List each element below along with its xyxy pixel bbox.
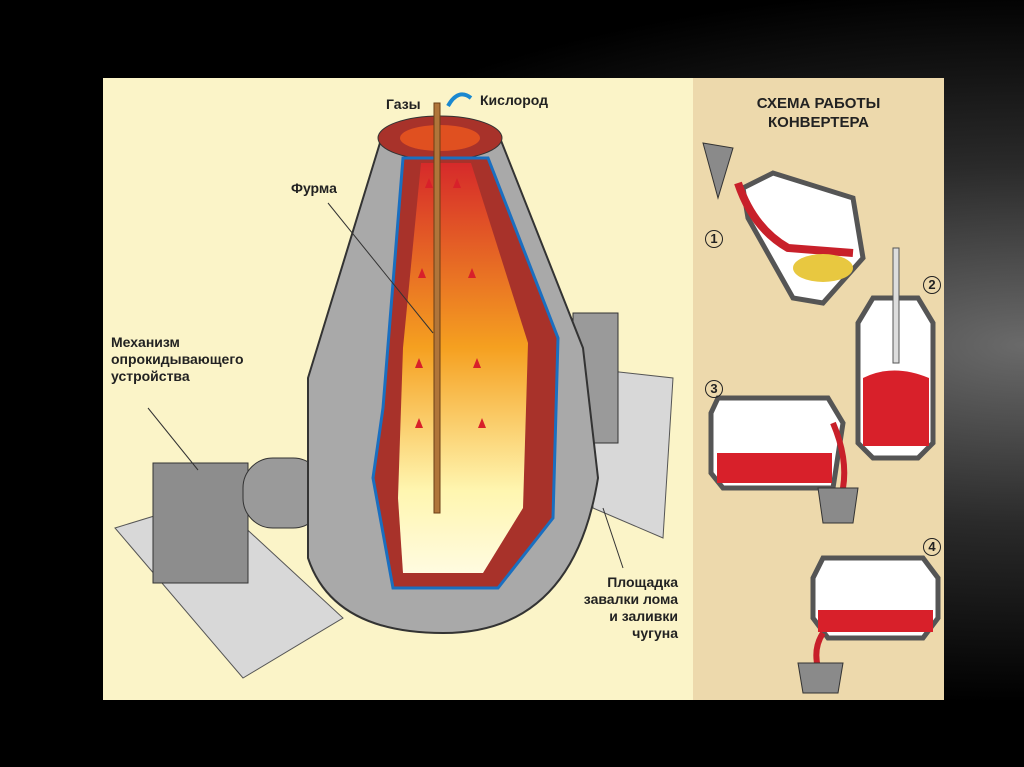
flow-arrow-icon xyxy=(468,268,476,278)
title-line: СХЕМА РАБОТЫ xyxy=(756,95,881,112)
flow-arrow-icon xyxy=(453,178,461,188)
converter-interior xyxy=(398,163,528,573)
gearbox xyxy=(152,462,249,584)
step-1-charging xyxy=(702,142,866,306)
label-line: Площадка xyxy=(607,574,678,590)
step-number-3: 3 xyxy=(705,380,723,398)
label-tilting-mechanism: Механизм опрокидывающего устройства xyxy=(111,334,244,385)
flow-arrow-icon xyxy=(478,418,486,428)
scheme-steps xyxy=(702,142,941,694)
label-line: Механизм xyxy=(111,334,180,350)
label-line: опрокидывающего xyxy=(111,351,244,367)
label-line: устройства xyxy=(111,368,190,384)
label-line: и заливки чугуна xyxy=(609,608,678,641)
step-2-blowing xyxy=(855,247,936,461)
label-charging-platform: Площадка завалки лома и заливки чугуна xyxy=(568,574,678,642)
flow-arrow-icon xyxy=(473,358,481,368)
oxygen-arrow-icon xyxy=(446,92,473,108)
label-oxygen: Кислород xyxy=(480,92,549,108)
step-3-tapping-steel xyxy=(708,395,859,524)
step-number-1: 1 xyxy=(705,230,723,248)
step-number-2: 2 xyxy=(923,276,941,294)
oxygen-lance xyxy=(433,102,441,514)
flow-arrow-icon xyxy=(415,358,423,368)
scheme-title: СХЕМА РАБОТЫ КОНВЕРТЕРА xyxy=(693,94,944,132)
label-gases: Газы xyxy=(386,96,421,112)
step-4-tapping-slag xyxy=(797,555,941,694)
converter-illustration xyxy=(114,92,674,679)
flow-arrow-icon xyxy=(415,418,423,428)
lance-leader-line xyxy=(327,202,434,334)
label-lance: Фурма xyxy=(291,180,337,196)
flow-arrow-icon xyxy=(425,178,433,188)
converter-illustration-panel: Газы Кислород Фурма Механизм опрокидываю… xyxy=(103,78,693,700)
flow-arrow-icon xyxy=(418,268,426,278)
gas-flow-arrows xyxy=(415,178,486,428)
converter-scheme-panel: СХЕМА РАБОТЫ КОНВЕРТЕРА xyxy=(693,78,944,700)
label-line: завалки лома xyxy=(583,591,678,607)
title-line: КОНВЕРТЕРА xyxy=(768,114,869,131)
mechanism-leader-line xyxy=(147,407,199,471)
step-number-4: 4 xyxy=(923,538,941,556)
slide: Газы Кислород Фурма Механизм опрокидываю… xyxy=(103,78,944,700)
platform-leader-line xyxy=(602,507,624,569)
